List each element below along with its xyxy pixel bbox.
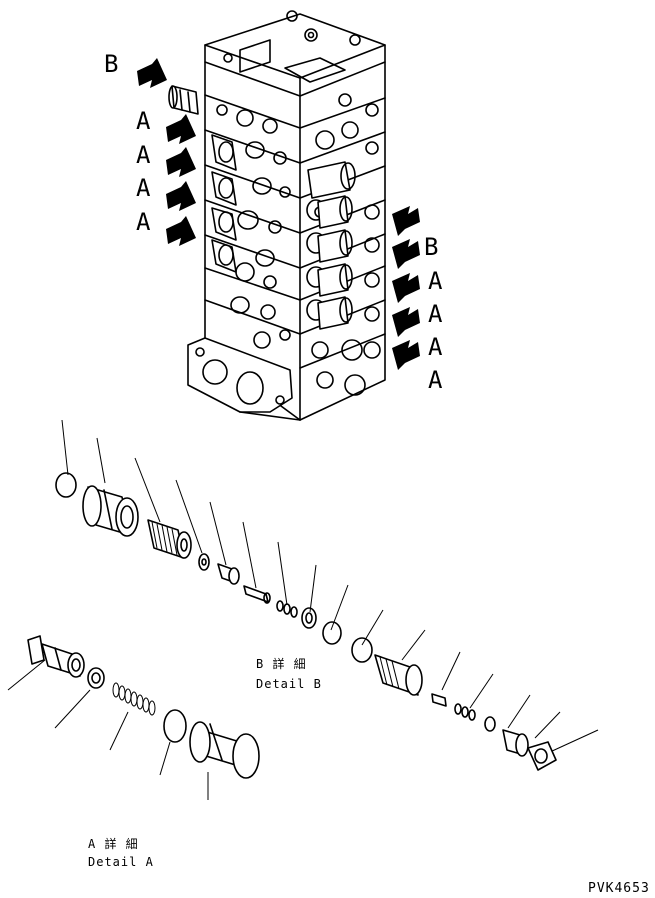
label-b-left: B [104, 50, 118, 78]
detail-a-caption-en: Detail A [88, 855, 154, 869]
label-a-right-1: A [428, 267, 443, 295]
detail-b-parts [55, 419, 599, 771]
label-a-left-1: A [136, 107, 151, 135]
label-b-right: B [424, 233, 438, 261]
spool-caps-left [211, 134, 237, 273]
right-arrows [392, 206, 420, 370]
label-a-left-2: A [136, 141, 151, 169]
drawing-code: PVK4653 [588, 881, 650, 896]
spool-caps-right [306, 161, 356, 330]
detail-a-parts [7, 635, 260, 800]
label-a-left-4: A [136, 208, 151, 236]
detail-a-caption-jp: A 詳 細 [88, 836, 139, 851]
detail-b-caption-jp: B 詳 細 [256, 656, 307, 671]
inlet-flange [187, 337, 301, 421]
label-a-right-2: A [428, 300, 443, 328]
detail-b-caption-en: Detail B [256, 677, 322, 691]
label-a-right-3: A [428, 333, 443, 361]
label-a-right-4: A [428, 366, 443, 394]
label-a-left-3: A [136, 174, 151, 202]
valve-block-assembly [168, 10, 386, 421]
left-arrows [137, 58, 196, 246]
b-port-plug-left [168, 85, 199, 115]
